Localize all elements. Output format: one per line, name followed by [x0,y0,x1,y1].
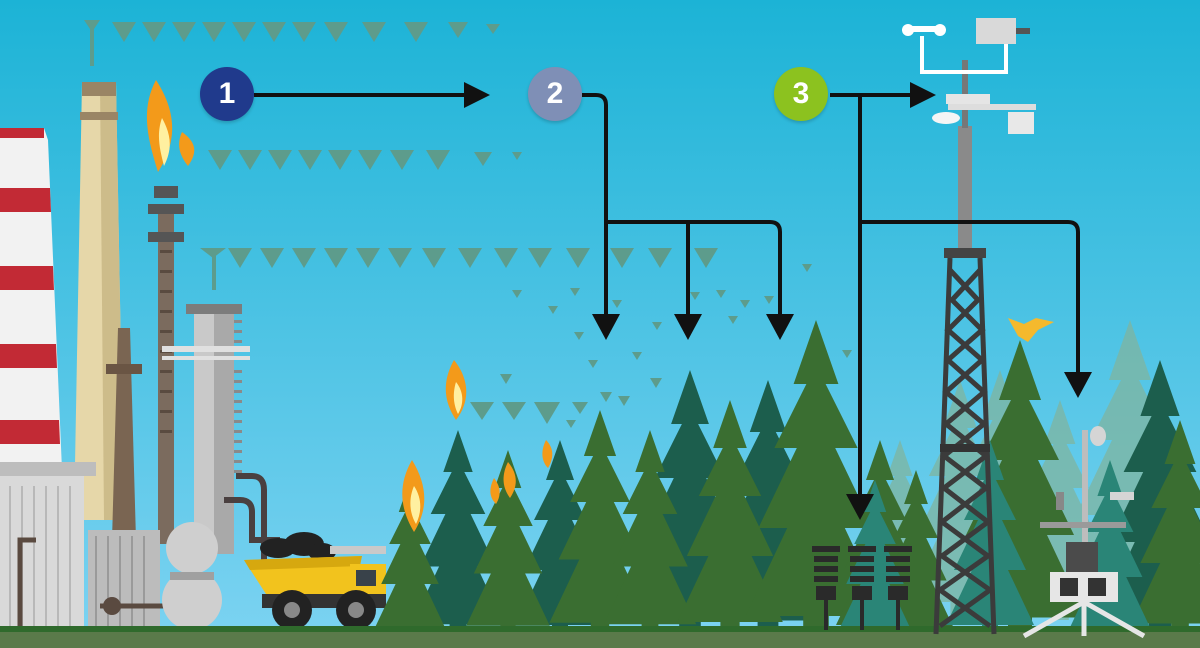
brown-chimney [106,328,142,540]
factory-building [0,462,280,636]
step-1-badge: 1 [200,67,254,121]
coal-truck [244,532,386,630]
step-2-badge: 2 [528,67,582,121]
reference-station [1022,426,1146,639]
flare-stack [148,186,184,544]
weather-instruments [902,18,1036,134]
arrow-heads [464,82,1092,520]
ground [0,630,1200,648]
flare-flame [146,80,195,172]
flow-arrows [254,93,1080,498]
bird [1008,318,1054,342]
step-3-badge: 3 [774,67,828,121]
emission-particles [84,20,852,428]
process-tower [162,304,250,554]
low-cost-sensors [812,546,912,630]
forest-flames [402,360,553,532]
arrow-2-down [582,93,608,318]
cooling-tower [0,128,62,470]
